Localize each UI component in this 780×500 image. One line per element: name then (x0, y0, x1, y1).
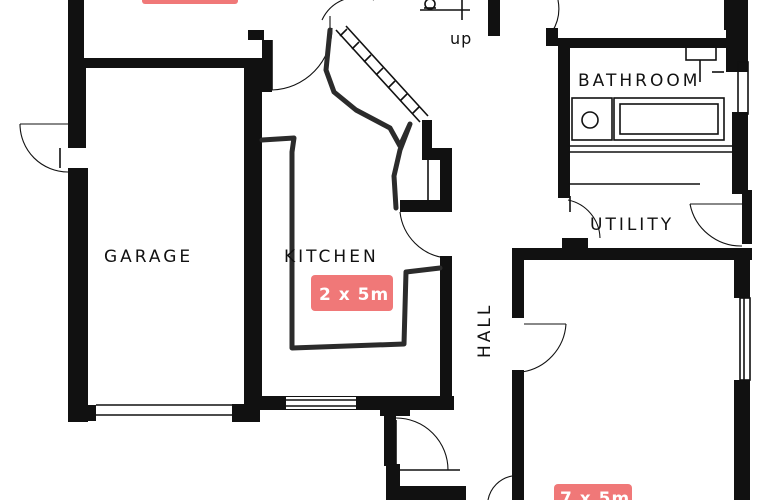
stair-up-label: up (450, 29, 472, 48)
stair-up-symbol: up (420, 0, 472, 48)
garage-walls (68, 0, 264, 422)
bottom-room-dimension-label: 7 x 5m (560, 489, 630, 500)
porch-door-swing (395, 417, 449, 471)
bathtub (571, 97, 725, 141)
bathroom-door-swing (551, 0, 560, 33)
stair-hatched-wall (335, 25, 429, 123)
lounge-door-swing (521, 323, 567, 373)
room-label-kitchen: KITCHEN (284, 247, 379, 267)
bathroom-walls (558, 0, 749, 194)
utility-door-swing (689, 203, 743, 247)
kitchen-door-swing (399, 211, 447, 259)
toilet-fixture (685, 45, 724, 82)
room-label-bathroom: BATHROOM (578, 71, 700, 91)
top-door-swing (321, 0, 374, 21)
room-label-utility: UTILITY (590, 215, 674, 235)
top-room-dimension-tag (142, 0, 238, 4)
bottom-door-swing (487, 475, 513, 500)
hall-walls (512, 248, 752, 500)
utility-walls (558, 186, 752, 248)
room-label-hall: HALL (475, 303, 495, 358)
utility-inner-door-swing (567, 199, 601, 239)
garage-side-door (19, 123, 69, 173)
room-label-garage: GARAGE (104, 247, 193, 267)
porch-walls (384, 414, 466, 500)
kitchen-marker-outline (259, 27, 443, 351)
kitchen-dimension-tag: 2 x 5m (311, 275, 393, 311)
bottom-room-dimension-tag: 7 x 5m (554, 484, 632, 500)
kitchen-dimension-label: 2 x 5m (319, 285, 389, 305)
front-door-swing (271, 27, 333, 91)
kitchen-walls (244, 120, 454, 416)
